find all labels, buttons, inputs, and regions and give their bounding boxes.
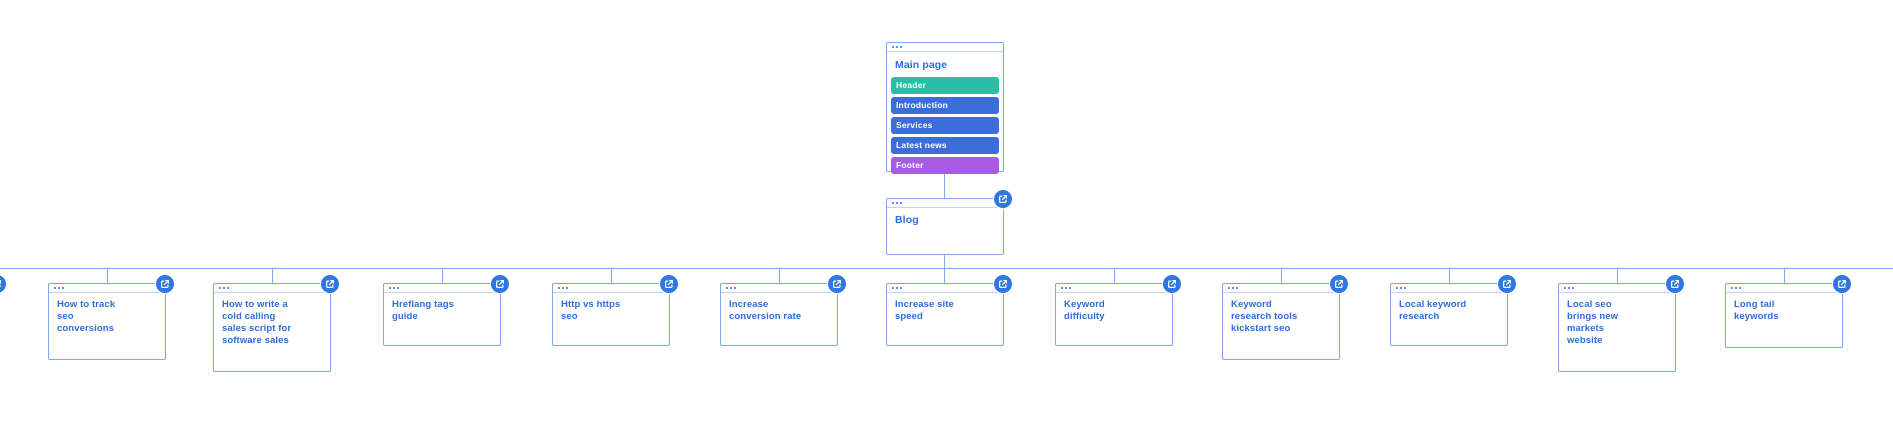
card-drag-handle[interactable] (1559, 284, 1675, 293)
connector-blog-to-line (944, 255, 945, 268)
page-title: How to write a cold calling sales script… (222, 299, 292, 346)
page-card[interactable]: Http vs https seo (552, 274, 679, 346)
page-title: Hreflang tags guide (392, 299, 455, 322)
external-link-icon (999, 195, 1007, 203)
open-page-button[interactable] (0, 274, 7, 294)
more-icon (1564, 287, 1574, 289)
card-drag-handle[interactable] (1223, 284, 1339, 293)
open-page-button[interactable] (993, 189, 1013, 209)
page-card[interactable]: Increase site speed (886, 274, 1013, 346)
connector-stub (1114, 268, 1115, 283)
open-page-button[interactable] (659, 274, 679, 294)
more-icon (54, 287, 64, 289)
card-drag-handle[interactable] (887, 284, 1003, 293)
more-icon (726, 287, 736, 289)
more-icon (1731, 287, 1741, 289)
page-card[interactable]: Local seo brings new markets website (1558, 274, 1685, 372)
page-card[interactable]: Hreflang tags guide (383, 274, 510, 346)
connector-stub (779, 268, 780, 283)
page-title: Main page (895, 59, 948, 71)
page-title: How to track seo conversions (57, 299, 116, 334)
connector-stub (107, 268, 108, 283)
page-card[interactable]: How to write a cold calling sales script… (213, 274, 340, 372)
page-title: Increase conversion rate (729, 299, 802, 322)
card-drag-handle[interactable] (49, 284, 165, 293)
more-icon (892, 202, 902, 204)
connector-stub (611, 268, 612, 283)
card-drag-handle[interactable] (553, 284, 669, 293)
connector-stub (442, 268, 443, 283)
more-icon (389, 287, 399, 289)
section-block[interactable]: Header (891, 77, 999, 94)
external-link-icon (1503, 280, 1511, 288)
page-card[interactable]: Keyword difficulty (1055, 274, 1182, 346)
external-link-icon (1838, 280, 1846, 288)
section-block[interactable]: Services (891, 117, 999, 134)
page-title: Keyword difficulty (1064, 299, 1105, 322)
card-drag-handle[interactable] (721, 284, 837, 293)
page-title: Blog (895, 214, 919, 226)
connector-stub (1784, 268, 1785, 283)
page-card[interactable]: Keyword research tools kickstart seo (1222, 274, 1349, 360)
external-link-icon (999, 280, 1007, 288)
section-blocks: Header Introduction Services Latest news… (887, 77, 1003, 174)
open-page-button[interactable] (1162, 274, 1182, 294)
external-link-icon (1335, 280, 1343, 288)
external-link-icon (665, 280, 673, 288)
external-link-icon (326, 280, 334, 288)
connector-stub (1449, 268, 1450, 283)
page-title: Local keyword research (1399, 299, 1467, 322)
external-link-icon (1168, 280, 1176, 288)
card-drag-handle[interactable] (214, 284, 330, 293)
page-card[interactable]: How to track seo conversions (48, 274, 175, 360)
open-page-button[interactable] (1329, 274, 1349, 294)
connector-stub (944, 268, 945, 283)
connector-stub (1281, 268, 1282, 283)
page-card-blog[interactable]: Blog (886, 189, 1013, 255)
more-icon (1396, 287, 1406, 289)
external-link-icon (496, 280, 504, 288)
page-title: Keyword research tools kickstart seo (1231, 299, 1298, 334)
open-page-button[interactable] (320, 274, 340, 294)
external-link-icon (0, 280, 1, 288)
open-page-button[interactable] (827, 274, 847, 294)
external-link-icon (161, 280, 169, 288)
open-page-button[interactable] (490, 274, 510, 294)
card-drag-handle[interactable] (1726, 284, 1842, 293)
more-icon (1228, 287, 1238, 289)
connector-stub (1617, 268, 1618, 283)
more-icon (558, 287, 568, 289)
page-card[interactable]: Long tail keywords (1725, 274, 1852, 348)
connector-children-line (0, 268, 1893, 269)
section-block[interactable]: Footer (891, 157, 999, 174)
card-drag-handle[interactable] (384, 284, 500, 293)
open-page-button[interactable] (1497, 274, 1517, 294)
open-page-button[interactable] (155, 274, 175, 294)
page-title: Increase site speed (895, 299, 954, 322)
external-link-icon (833, 280, 841, 288)
external-link-icon (1671, 280, 1679, 288)
open-page-button[interactable] (1665, 274, 1685, 294)
page-title: Http vs https seo (561, 299, 621, 322)
card-drag-handle[interactable] (887, 199, 1003, 208)
page-card[interactable]: Increase conversion rate (720, 274, 847, 346)
more-icon (219, 287, 229, 289)
card-drag-handle[interactable] (1056, 284, 1172, 293)
connector-stub (272, 268, 273, 283)
open-page-button[interactable] (1832, 274, 1852, 294)
more-icon (1061, 287, 1071, 289)
page-card-main[interactable]: Main page Header Introduction Services L… (886, 42, 1004, 174)
more-icon (892, 46, 902, 48)
more-icon (892, 287, 902, 289)
card-drag-handle[interactable] (1391, 284, 1507, 293)
page-title: Long tail keywords (1734, 299, 1779, 322)
open-page-button[interactable] (993, 274, 1013, 294)
page-title: Local seo brings new markets website (1567, 299, 1619, 346)
page-card[interactable]: Local keyword research (1390, 274, 1517, 346)
section-block[interactable]: Latest news (891, 137, 999, 154)
card-drag-handle[interactable] (887, 43, 1003, 52)
section-block[interactable]: Introduction (891, 97, 999, 114)
connector-main-to-blog (944, 172, 945, 198)
